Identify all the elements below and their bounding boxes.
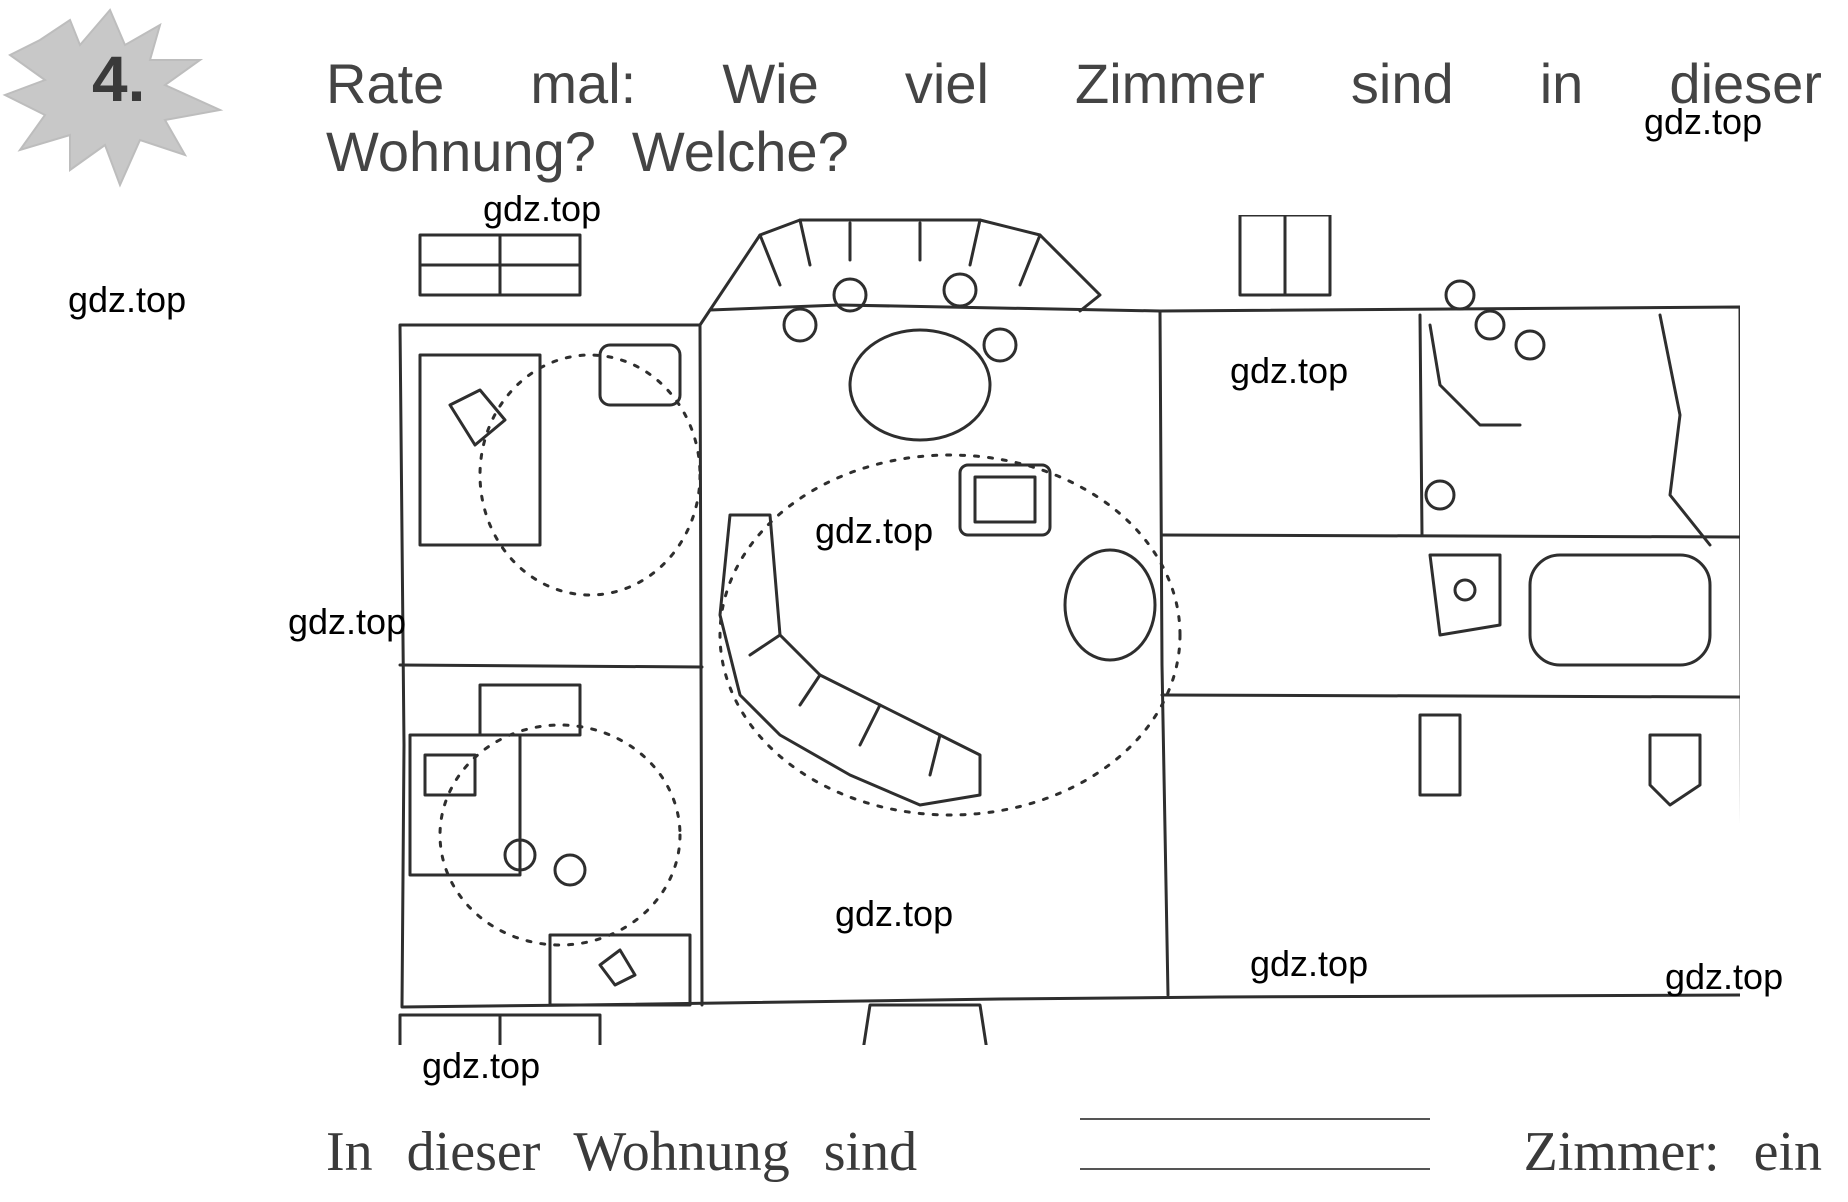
watermark: gdz.top — [1250, 943, 1369, 984]
chair — [942, 272, 978, 308]
watermark: gdz.top — [288, 601, 407, 642]
task-word: mal: — [530, 52, 637, 115]
toilet — [1648, 733, 1702, 807]
stool — [1514, 329, 1546, 361]
task-word: viel — [904, 52, 989, 115]
watermark: gdz.top — [1665, 956, 1784, 997]
task-word: Wie — [722, 52, 819, 115]
bed — [418, 353, 542, 547]
watermark: gdz.top — [483, 188, 602, 229]
task-word: Zimmer — [1075, 52, 1265, 115]
bay-window — [708, 218, 1102, 313]
dining-table — [848, 328, 992, 442]
interior-wall — [398, 663, 704, 669]
sofa — [718, 513, 982, 807]
chair — [982, 327, 1018, 363]
answer-text-before: In dieser Wohnung sind — [326, 1121, 918, 1183]
interior-wall — [1158, 309, 1170, 997]
interior-wall — [1160, 533, 1740, 539]
bed — [548, 933, 692, 1007]
sink — [1428, 553, 1502, 637]
watermark: gdz.top — [835, 893, 954, 934]
watermark: gdz.top — [68, 279, 187, 320]
answer-blank[interactable] — [1080, 1110, 1430, 1170]
armchair — [1063, 548, 1157, 662]
chair — [503, 838, 537, 872]
task-word: Welche? — [631, 120, 849, 183]
task-word: Wohnung? — [326, 120, 596, 183]
watermark: gdz.top — [815, 510, 934, 551]
task-line-2: Wohnung? Welche? — [326, 118, 1822, 186]
tv-set — [958, 463, 1052, 537]
apartment-floor-plan — [398, 215, 1740, 1045]
stool — [1424, 479, 1456, 511]
chair — [553, 853, 587, 887]
tv-stand — [862, 1003, 988, 1045]
watermark: gdz.top — [422, 1045, 541, 1086]
interior-wall — [1160, 693, 1740, 699]
interior-wall — [698, 323, 704, 1007]
task-word: in — [1539, 52, 1584, 115]
task-line-1: Rate mal: Wie viel Zimmer sind in dieser — [326, 50, 1822, 118]
stool — [1474, 309, 1506, 341]
cabinet — [1418, 713, 1462, 797]
answer-sentence: In dieser Wohnung sind Zimmer: ein — [326, 1110, 1822, 1190]
chair — [782, 307, 818, 343]
task-word: sind — [1350, 52, 1454, 115]
desk — [478, 683, 582, 737]
bed — [408, 733, 522, 877]
kitchen-counter — [1428, 313, 1712, 547]
rug — [478, 353, 702, 597]
watermark: gdz.top — [1230, 350, 1349, 391]
bathtub — [1528, 553, 1712, 667]
chair — [832, 277, 868, 313]
interior-wall — [1418, 313, 1424, 537]
task-word: dieser — [1669, 52, 1822, 115]
task-question: Rate mal: Wie viel Zimmer sind in dieser… — [326, 50, 1822, 186]
stool — [1444, 279, 1476, 311]
answer-text-after: Zimmer: ein — [1523, 1121, 1822, 1183]
rug — [438, 723, 682, 947]
watermark: gdz.top — [1644, 101, 1763, 142]
ink-splash-badge — [2, 8, 224, 188]
exercise-number: 4. — [92, 43, 146, 115]
living-room-rug — [718, 453, 1182, 817]
task-word: Rate — [326, 52, 445, 115]
wardrobe — [598, 343, 682, 407]
